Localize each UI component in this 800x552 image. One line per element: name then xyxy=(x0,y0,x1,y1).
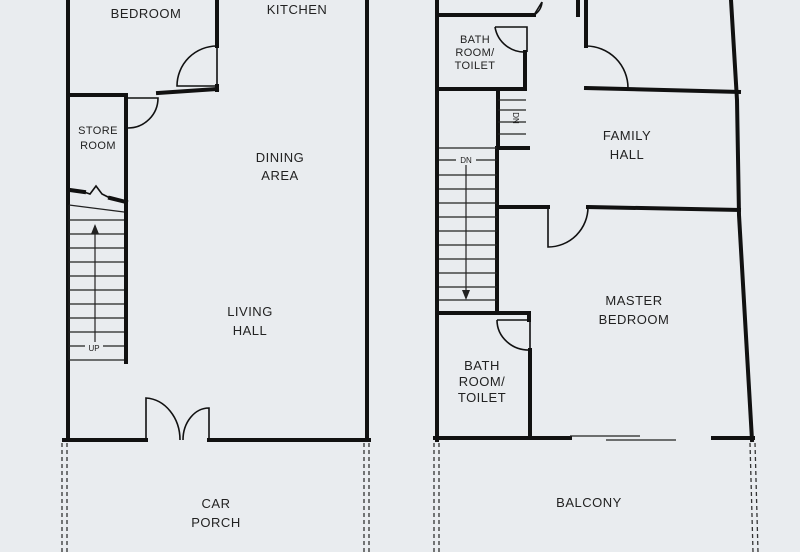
room-label-bath-top-1: BATH xyxy=(460,34,490,46)
room-label-porch-2: PORCH xyxy=(191,515,240,530)
room-label-bath-bottom-1: BATH xyxy=(464,358,500,373)
first-floor-plan: DN DN xyxy=(433,0,759,552)
room-label-dining-1: DINING xyxy=(256,150,305,165)
main-door-left-leaf xyxy=(145,397,181,441)
stair-up-label: UP xyxy=(88,344,99,353)
room-label-family-2: HALL xyxy=(610,147,645,162)
top-door-swing xyxy=(533,1,543,16)
ground-staircase: UP xyxy=(68,204,125,361)
room-label-bath-bottom-3: TOILET xyxy=(458,390,506,405)
room-label-master-1: MASTER xyxy=(605,293,662,308)
small-stair-dn-label: DN xyxy=(511,112,520,124)
family-door-swing xyxy=(585,45,629,89)
room-label-bedroom: BEDROOM xyxy=(111,6,182,21)
small-staircase: DN xyxy=(496,90,530,150)
room-label-bath-top-2: ROOM/ xyxy=(455,47,495,59)
wall-store-bottom-1 xyxy=(67,187,87,195)
store-break-line xyxy=(83,184,111,199)
kitchen-door-swing xyxy=(176,45,218,87)
wall-family-bottom-2 xyxy=(585,204,742,213)
room-label-store-1: STORE xyxy=(78,125,118,137)
room-label-dining-2: AREA xyxy=(261,168,298,183)
room-label-kitchen: KITCHEN xyxy=(267,2,328,17)
ground-floor-plan: UP BEDROOM KITCHEN STORE ROOM DINING ARE… xyxy=(61,0,371,552)
stair-dn-label: DN xyxy=(460,156,472,165)
balcony-boundary-right xyxy=(749,442,754,552)
room-label-bath-top-3: TOILET xyxy=(455,60,496,72)
room-label-bath-bottom-2: ROOM/ xyxy=(459,374,506,389)
first-staircase: DN xyxy=(439,146,499,312)
room-label-living-1: LIVING xyxy=(227,304,273,319)
arrow-up-icon xyxy=(91,224,99,234)
master-door-swing xyxy=(547,206,589,248)
wall-store-bottom-2 xyxy=(107,195,129,205)
room-label-balcony: BALCONY xyxy=(556,495,622,510)
room-label-store-2: ROOM xyxy=(80,140,116,152)
main-door-right-leaf xyxy=(182,407,210,441)
room-label-master-2: BEDROOM xyxy=(599,312,670,327)
balcony-sliding-door xyxy=(570,435,676,441)
room-label-living-2: HALL xyxy=(233,323,268,338)
wall-right xyxy=(728,0,755,443)
room-label-family-1: FAMILY xyxy=(603,128,651,143)
bath-bottom-door-swing xyxy=(496,319,531,351)
arrow-down-icon xyxy=(462,290,470,300)
wall-bedroom-bottom-2 xyxy=(155,86,220,96)
bath-top-door-swing xyxy=(494,26,528,53)
room-label-porch-1: CAR xyxy=(202,496,231,511)
store-door-swing xyxy=(127,97,159,129)
